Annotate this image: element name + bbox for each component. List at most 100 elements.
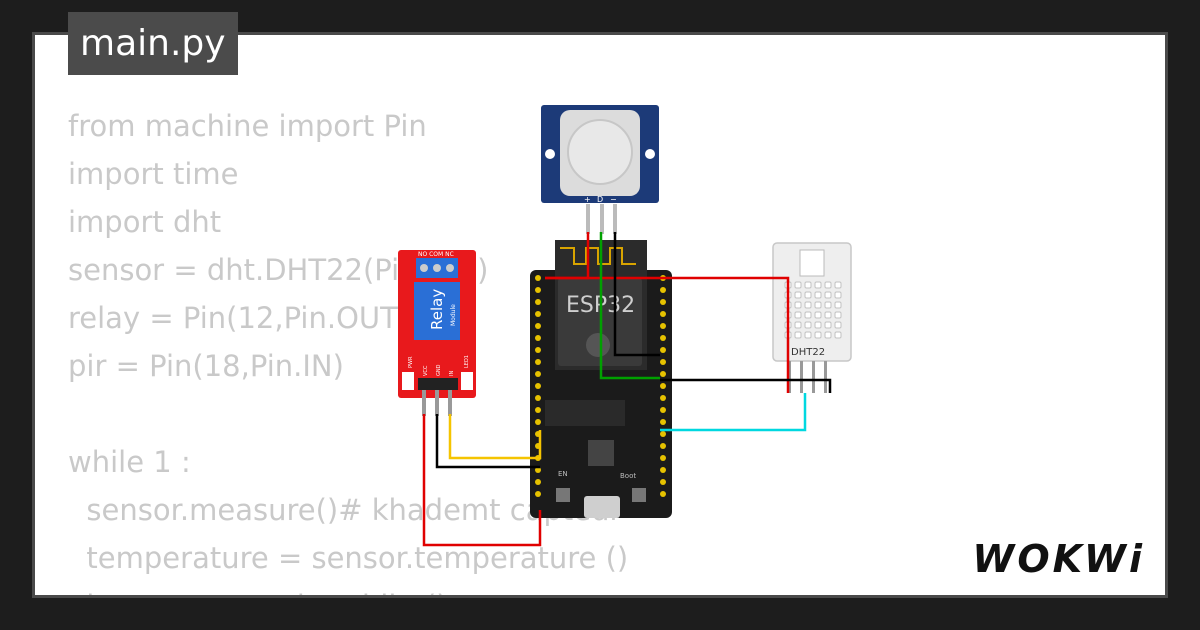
esp32-pin[interactable] bbox=[660, 359, 666, 365]
dht22-vent bbox=[804, 311, 812, 319]
dht22-vent bbox=[834, 281, 842, 289]
dht22-vent bbox=[814, 331, 822, 339]
esp32-pin[interactable] bbox=[660, 335, 666, 341]
relay-pin-gnd: GND bbox=[436, 364, 442, 376]
dht22-vent bbox=[834, 291, 842, 299]
dht22-vent bbox=[804, 301, 812, 309]
esp32-pin[interactable] bbox=[660, 455, 666, 461]
esp32-pin[interactable] bbox=[660, 443, 666, 449]
esp32-pin[interactable] bbox=[535, 299, 541, 305]
esp32-pin[interactable] bbox=[535, 287, 541, 293]
pir-sensor[interactable]: + D − bbox=[541, 105, 659, 234]
esp32-pin[interactable] bbox=[660, 311, 666, 317]
code-line: temperature = sensor.temperature () bbox=[68, 541, 629, 575]
esp32-pin[interactable] bbox=[660, 419, 666, 425]
wire-black-gnd-dht bbox=[660, 378, 832, 393]
dht22-vent bbox=[824, 331, 832, 339]
dht22-vent bbox=[834, 321, 842, 329]
esp32-pin[interactable] bbox=[660, 287, 666, 293]
file-tab-main-py[interactable]: main.py bbox=[68, 12, 238, 75]
dht22-vent bbox=[804, 331, 812, 339]
circuit-diagram: ESP32 Boot EN NO COM NC Relay Module PWR bbox=[398, 105, 852, 547]
relay-terminals-label: NO COM NC bbox=[418, 251, 454, 258]
code-line: import dht bbox=[68, 205, 222, 239]
relay-led-label: LED1 bbox=[464, 355, 470, 368]
code-line: pir = Pin(18,Pin.IN) bbox=[68, 349, 344, 383]
esp32-pin[interactable] bbox=[535, 467, 541, 473]
esp32-pin[interactable] bbox=[660, 467, 666, 473]
dht22-vent bbox=[794, 331, 802, 339]
dht22-vent bbox=[824, 291, 832, 299]
esp32-pin[interactable] bbox=[535, 311, 541, 317]
pir-pin-gnd: − bbox=[610, 195, 617, 204]
esp32-pin[interactable] bbox=[660, 479, 666, 485]
code-line: from machine import Pin bbox=[68, 109, 427, 143]
code-background: from machine import Pin import time impo… bbox=[68, 102, 628, 595]
code-line: relay = Pin(12,Pin.OUT) bbox=[68, 301, 410, 335]
esp32-pin[interactable] bbox=[535, 395, 541, 401]
esp32-pin[interactable] bbox=[535, 491, 541, 497]
esp32-pin[interactable] bbox=[660, 371, 666, 377]
esp32-pin[interactable] bbox=[535, 275, 541, 281]
dht22-vent bbox=[824, 301, 832, 309]
dht22-vent bbox=[834, 301, 842, 309]
boot-label: Boot bbox=[620, 472, 636, 480]
dht22-vent bbox=[814, 281, 822, 289]
wires bbox=[422, 232, 832, 547]
wokwi-logo: WOKWi bbox=[972, 537, 1145, 581]
esp32-pin[interactable] bbox=[660, 383, 666, 389]
dht22-vent-grid bbox=[784, 281, 842, 339]
usb-port bbox=[584, 496, 620, 518]
esp32-pin[interactable] bbox=[660, 323, 666, 329]
relay-power-label: PWR bbox=[408, 356, 414, 368]
relay-module[interactable]: NO COM NC Relay Module PWR LED1 VCC GND … bbox=[398, 250, 476, 416]
en-button[interactable] bbox=[556, 488, 570, 502]
dht22-vent bbox=[804, 321, 812, 329]
dht22-vent bbox=[794, 291, 802, 299]
dht22-sensor[interactable]: DHT22 bbox=[772, 242, 852, 393]
esp32-pin[interactable] bbox=[660, 491, 666, 497]
en-label: EN bbox=[558, 470, 568, 478]
esp32-pin[interactable] bbox=[535, 371, 541, 377]
dht22-vent bbox=[824, 321, 832, 329]
dht22-vent bbox=[804, 291, 812, 299]
dht22-label: DHT22 bbox=[791, 347, 825, 358]
esp32-pin[interactable] bbox=[660, 431, 666, 437]
esp32-right-pins[interactable] bbox=[660, 275, 666, 497]
dht22-vent bbox=[814, 321, 822, 329]
esp32-pin[interactable] bbox=[660, 299, 666, 305]
relay-pin-in: IN bbox=[449, 371, 455, 376]
dht22-vent bbox=[814, 301, 822, 309]
esp32-pin[interactable] bbox=[535, 359, 541, 365]
dht22-vent bbox=[814, 311, 822, 319]
wire-green-pir-data bbox=[599, 232, 660, 380]
wire-cyan-dht-data bbox=[660, 393, 807, 432]
esp32-pin[interactable] bbox=[660, 347, 666, 353]
wire-red-5v-dht bbox=[545, 276, 790, 393]
esp32-pin[interactable] bbox=[535, 347, 541, 353]
dht22-vent bbox=[814, 291, 822, 299]
dht22-vent bbox=[794, 281, 802, 289]
esp32-pin[interactable] bbox=[535, 419, 541, 425]
esp32-pin[interactable] bbox=[535, 335, 541, 341]
dht22-vent bbox=[794, 321, 802, 329]
dht22-vent bbox=[834, 331, 842, 339]
dht22-vent bbox=[794, 301, 802, 309]
esp32-pin[interactable] bbox=[535, 479, 541, 485]
esp32-board[interactable]: ESP32 Boot EN bbox=[530, 240, 672, 518]
esp32-pin[interactable] bbox=[535, 323, 541, 329]
pir-pin-data: D bbox=[597, 195, 603, 204]
boot-button[interactable] bbox=[632, 488, 646, 502]
dht22-vent bbox=[824, 311, 832, 319]
relay-sublabel: Module bbox=[450, 304, 457, 326]
code-line: hum = sensor.humidity() bbox=[68, 582, 628, 595]
esp32-pin[interactable] bbox=[535, 407, 541, 413]
code-line: import time bbox=[68, 157, 239, 191]
esp32-pin[interactable] bbox=[660, 395, 666, 401]
esp32-pin[interactable] bbox=[660, 407, 666, 413]
esp32-pin[interactable] bbox=[535, 383, 541, 389]
wire-black-relay-gnd bbox=[435, 414, 540, 469]
dht22-vent bbox=[834, 311, 842, 319]
dht22-vent bbox=[794, 311, 802, 319]
relay-label: Relay bbox=[428, 289, 446, 330]
